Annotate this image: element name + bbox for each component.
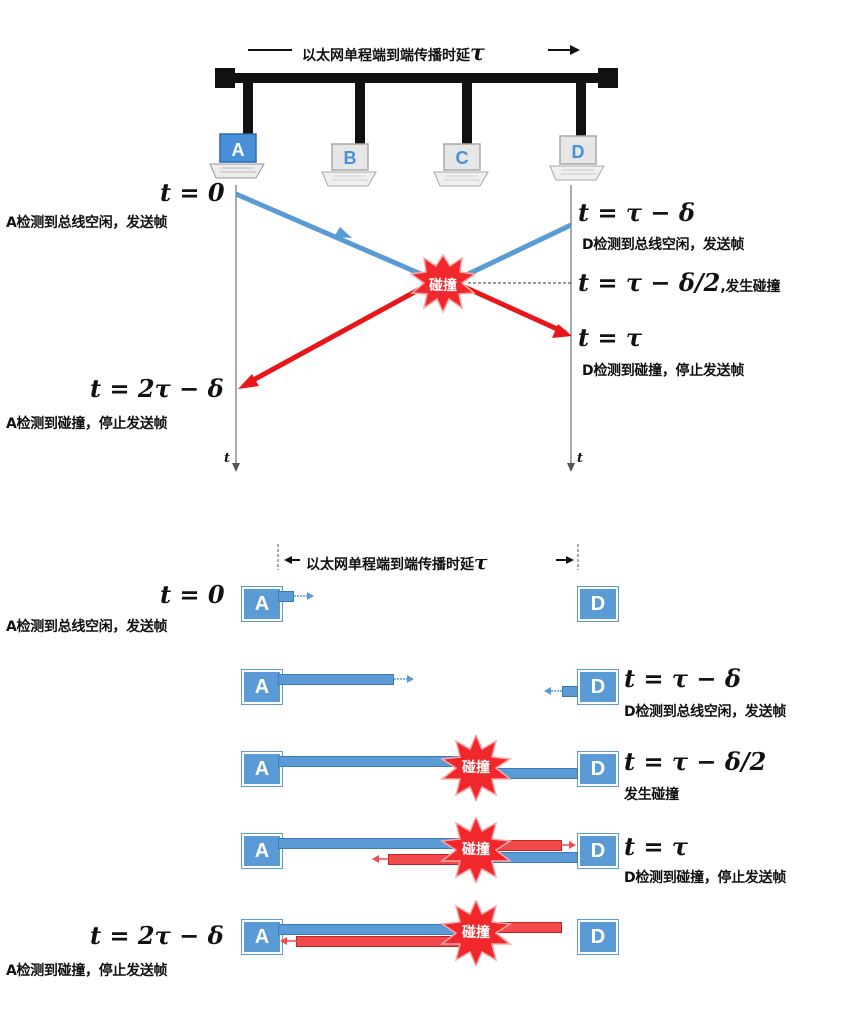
top-eq-collide: t = τ − δ/2 xyxy=(578,268,721,297)
node-d-row1: D xyxy=(577,586,619,622)
node-d-row5: D xyxy=(577,919,619,955)
node-a-row5: A xyxy=(241,919,283,955)
top-eq-d-detect: t = τ xyxy=(578,323,643,352)
bottom-eq-collide: t = τ − δ/2 xyxy=(624,747,767,776)
collision-burst-row3: 碰撞 xyxy=(440,735,512,801)
top-eq-t0: t = 0 xyxy=(160,178,225,207)
top-collide-line: t = τ − δ/2,发生碰撞 xyxy=(578,268,780,297)
laptop-d-label: D xyxy=(572,142,585,162)
arrow-red-left-row5-icon xyxy=(280,937,298,945)
time-axis-label-d: t xyxy=(577,451,584,466)
node-d-row4: D xyxy=(577,833,619,869)
collision-to-d-path xyxy=(458,282,568,336)
node-a-row2: A xyxy=(241,669,283,705)
bottom-eq-a-detect: t = 2τ − δ xyxy=(90,921,224,950)
node-a-row3: A xyxy=(241,751,283,787)
arrow-left-row2-icon xyxy=(544,687,562,695)
signal-d-path xyxy=(458,222,573,281)
laptop-b-label: B xyxy=(344,148,357,168)
arrow-red-right-row4-icon xyxy=(560,841,576,849)
top-header: 以太网单程端到端传播时延τ xyxy=(302,40,485,66)
timing-diagram xyxy=(232,185,575,472)
top-cap-d-start: D检测到总线空闲，发送帧 xyxy=(582,237,745,253)
frame-a-row2 xyxy=(278,674,394,685)
frame-a-row1 xyxy=(278,591,294,602)
arrow-right-row2-icon xyxy=(394,675,414,683)
node-d-row3: D xyxy=(577,751,619,787)
node-d-row2: D xyxy=(577,669,619,705)
signal-a-path xyxy=(235,191,431,281)
bottom-cap-d-detect: D检测到碰撞，停止发送帧 xyxy=(624,870,787,886)
bottom-cap-a-detect: A检测到碰撞，停止发送帧 xyxy=(6,963,168,979)
arrow-right-row1-icon xyxy=(294,592,314,600)
top-cap-collide: ,发生碰撞 xyxy=(720,279,781,295)
collision-burst-row4: 碰撞 xyxy=(440,817,512,883)
node-a-row1: A xyxy=(241,586,283,622)
top-cap-a-start: A检测到总线空闲，发送帧 xyxy=(6,215,168,231)
frame-d-row2 xyxy=(562,686,578,697)
bottom-cap-collide: 发生碰撞 xyxy=(624,787,679,803)
bottom-header: 以太网单程端到端传播时延τ xyxy=(306,550,488,574)
collision-burst-top xyxy=(408,253,478,314)
laptop-c-icon: C xyxy=(433,143,489,187)
bottom-eq-d-detect: t = τ xyxy=(624,832,689,861)
time-axis-label-a: t xyxy=(224,451,231,466)
bus-line xyxy=(215,68,618,144)
arrow-red-left-row4-icon xyxy=(372,855,390,863)
collision-label-row4: 碰撞 xyxy=(462,842,490,858)
bottom-cap-t0: A检测到总线空闲，发送帧 xyxy=(6,619,168,635)
top-cap-a-detect: A检测到碰撞，停止发送帧 xyxy=(6,416,168,432)
collision-label-row5: 碰撞 xyxy=(462,925,490,941)
laptop-b-icon: B xyxy=(321,143,377,187)
top-eq-d-start: t = τ − δ xyxy=(578,198,695,227)
laptop-c-label: C xyxy=(456,148,469,168)
bottom-header-arrows xyxy=(277,544,579,570)
bottom-eq-t0: t = 0 xyxy=(160,580,225,609)
laptop-a-label: A xyxy=(232,140,245,160)
top-eq-a-detect: t = 2τ − δ xyxy=(90,374,224,403)
node-a-row4: A xyxy=(241,833,283,869)
laptop-a-icon: A xyxy=(209,133,265,179)
collision-label-top: 碰撞 xyxy=(429,278,457,294)
laptop-d-icon: D xyxy=(549,135,605,181)
collision-burst-row5: 碰撞 xyxy=(440,900,512,966)
collision-label-row3: 碰撞 xyxy=(462,760,490,776)
bottom-cap-d-start: D检测到总线空闲，发送帧 xyxy=(624,704,787,720)
bottom-eq-d-start: t = τ − δ xyxy=(624,664,741,693)
collision-to-a-path xyxy=(244,286,422,387)
top-cap-d-detect: D检测到碰撞，停止发送帧 xyxy=(582,363,745,379)
top-header-arrows xyxy=(248,45,580,55)
